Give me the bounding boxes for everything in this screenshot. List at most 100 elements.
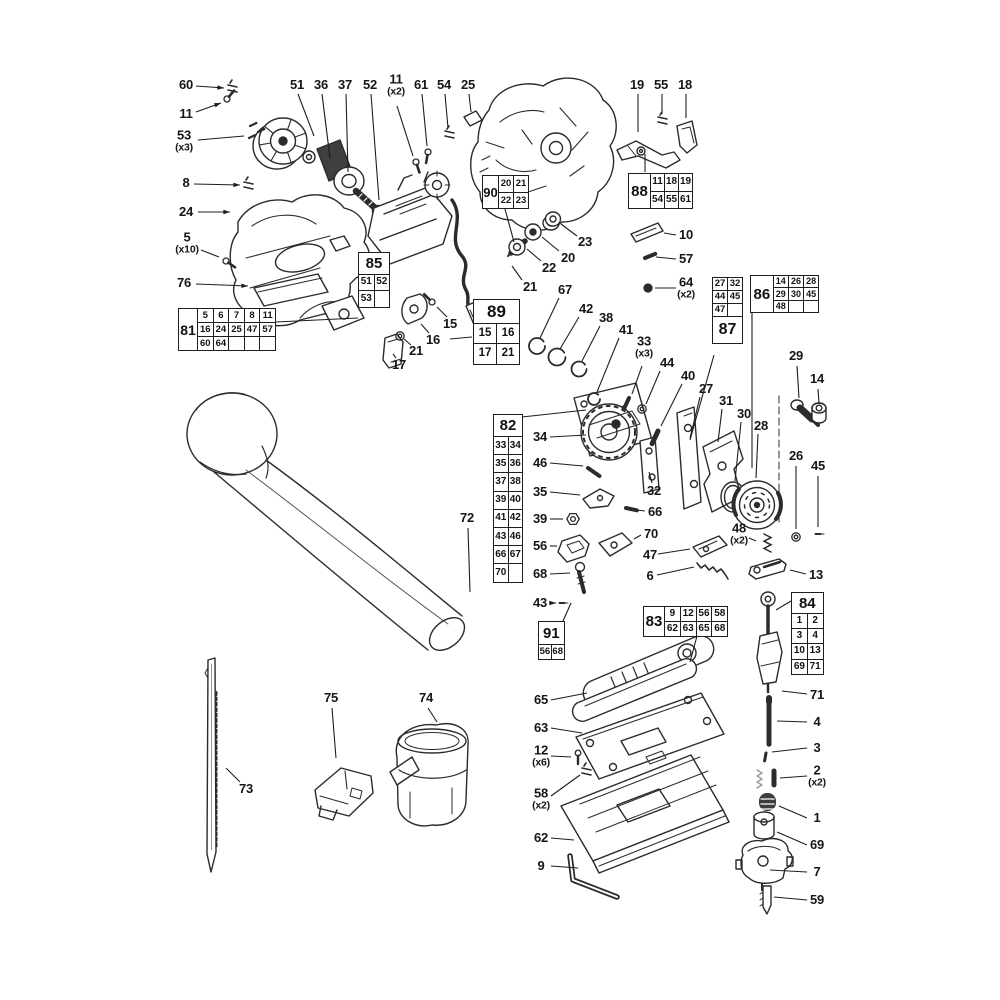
- table-cell: [373, 290, 390, 308]
- callout-number: 47: [642, 547, 658, 563]
- table-cell: 66: [493, 545, 509, 565]
- table-cell: 21: [513, 175, 529, 193]
- part-washerD-glyph: [643, 283, 653, 293]
- table-header: 82: [493, 414, 523, 437]
- callout-qty: (x2): [730, 534, 748, 547]
- part-spring-glyph: [762, 533, 773, 553]
- callout-number: 1: [813, 810, 821, 826]
- drive-gear-illustration: [573, 382, 653, 461]
- callout-69: 69: [810, 838, 824, 852]
- callout-39: 39: [533, 512, 547, 526]
- callout-16: 16: [426, 333, 440, 347]
- table-cell: 24: [212, 322, 230, 337]
- table-cell: 47: [243, 322, 261, 337]
- table-cell: [787, 299, 805, 314]
- table-cell: 10: [791, 643, 808, 660]
- callout-number: 10: [678, 227, 694, 243]
- callout-number: 70: [643, 526, 659, 542]
- callout-qty: (x2): [808, 776, 826, 789]
- table-cell: 33: [493, 435, 509, 456]
- table-cell: [228, 336, 245, 351]
- spring-1-illustration: [759, 793, 776, 811]
- callout-number: 19: [629, 77, 645, 93]
- callout-number: 55: [653, 77, 669, 93]
- callout-number: 23: [577, 234, 593, 250]
- table-cell: 2: [806, 612, 824, 630]
- table-cell: 60: [197, 336, 214, 351]
- callout-29: 29: [789, 349, 803, 363]
- callout-number: 68: [532, 566, 548, 582]
- callout-35: 35: [533, 485, 547, 499]
- callout-71: 71: [810, 688, 824, 702]
- table-cell: [803, 299, 820, 314]
- table-header: 89: [473, 299, 520, 324]
- table-cell: 16: [197, 322, 214, 337]
- gear-20-illustration: [507, 211, 562, 257]
- callout-number: 40: [680, 368, 696, 384]
- callout-9: 9: [537, 859, 544, 873]
- callout-qty: (x2): [387, 85, 405, 98]
- table-cell: 4: [806, 628, 824, 645]
- callout-number: 75: [323, 690, 339, 706]
- callout-7: 7: [813, 865, 820, 879]
- callout-60: 60: [179, 78, 193, 92]
- callout-34: 34: [533, 430, 547, 444]
- table-cell: 17: [473, 343, 497, 365]
- callout-24: 24: [179, 205, 193, 219]
- table-cell: 5: [197, 308, 214, 323]
- shoe-62-illustration: [560, 754, 730, 874]
- table-cell: 1: [791, 612, 808, 630]
- callout-22: 22: [542, 261, 556, 275]
- part-screw-glyph: [223, 89, 236, 103]
- callout-qty: (x2): [532, 799, 550, 812]
- callout-number: 46: [532, 455, 548, 471]
- hook-13-illustration: [748, 558, 787, 580]
- table-cell: 25: [228, 322, 245, 337]
- table-cell: 39: [493, 490, 509, 510]
- part-clip-glyph: [227, 79, 238, 93]
- roller-wheel-28-illustration: [731, 395, 783, 530]
- lever-35-illustration: [582, 488, 615, 509]
- callout-15: 15: [443, 317, 457, 331]
- callout-number: 17: [391, 357, 407, 373]
- barrel-72-illustration: [186, 392, 466, 651]
- callout-number: 31: [718, 393, 734, 409]
- callout-52: 52: [363, 78, 377, 92]
- callout-5: 5(x10): [175, 230, 199, 256]
- part-pin-glyph: [643, 251, 658, 260]
- callout-number: 60: [178, 77, 194, 93]
- part-ring-glyph: [528, 337, 546, 355]
- table-cell: 35: [493, 454, 509, 474]
- callout-number: 38: [598, 310, 614, 326]
- fan-illustration: [252, 117, 308, 170]
- table-cell: 64: [212, 336, 230, 351]
- callout-63: 63: [534, 721, 548, 735]
- table-cell: 51: [358, 273, 375, 291]
- part-ring-glyph: [587, 392, 601, 406]
- callout-67: 67: [558, 283, 572, 297]
- part-screwV-glyph: [574, 749, 582, 766]
- callout-qty: (x3): [635, 347, 653, 360]
- callout-number: 15: [442, 316, 458, 332]
- callout-43: 43: [533, 596, 547, 610]
- table-cell: 68: [550, 643, 565, 661]
- blade-clamp-75-illustration: [314, 767, 374, 821]
- callout-4: 4: [813, 715, 820, 729]
- plate-27-illustration: [676, 406, 702, 510]
- callout-qty: (x2): [677, 288, 695, 301]
- callout-31: 31: [719, 394, 733, 408]
- part-washer-glyph: [637, 404, 647, 414]
- callout-number: 48: [731, 520, 747, 536]
- table-cell: 45: [727, 290, 743, 304]
- callout-45: 45: [811, 459, 825, 473]
- table-cell: 29: [772, 287, 789, 301]
- table-cell: 54: [650, 190, 665, 209]
- callout-14: 14: [810, 372, 824, 386]
- callout-number: 8: [182, 175, 190, 191]
- callout-number: 44: [659, 355, 675, 371]
- callout-36: 36: [314, 78, 328, 92]
